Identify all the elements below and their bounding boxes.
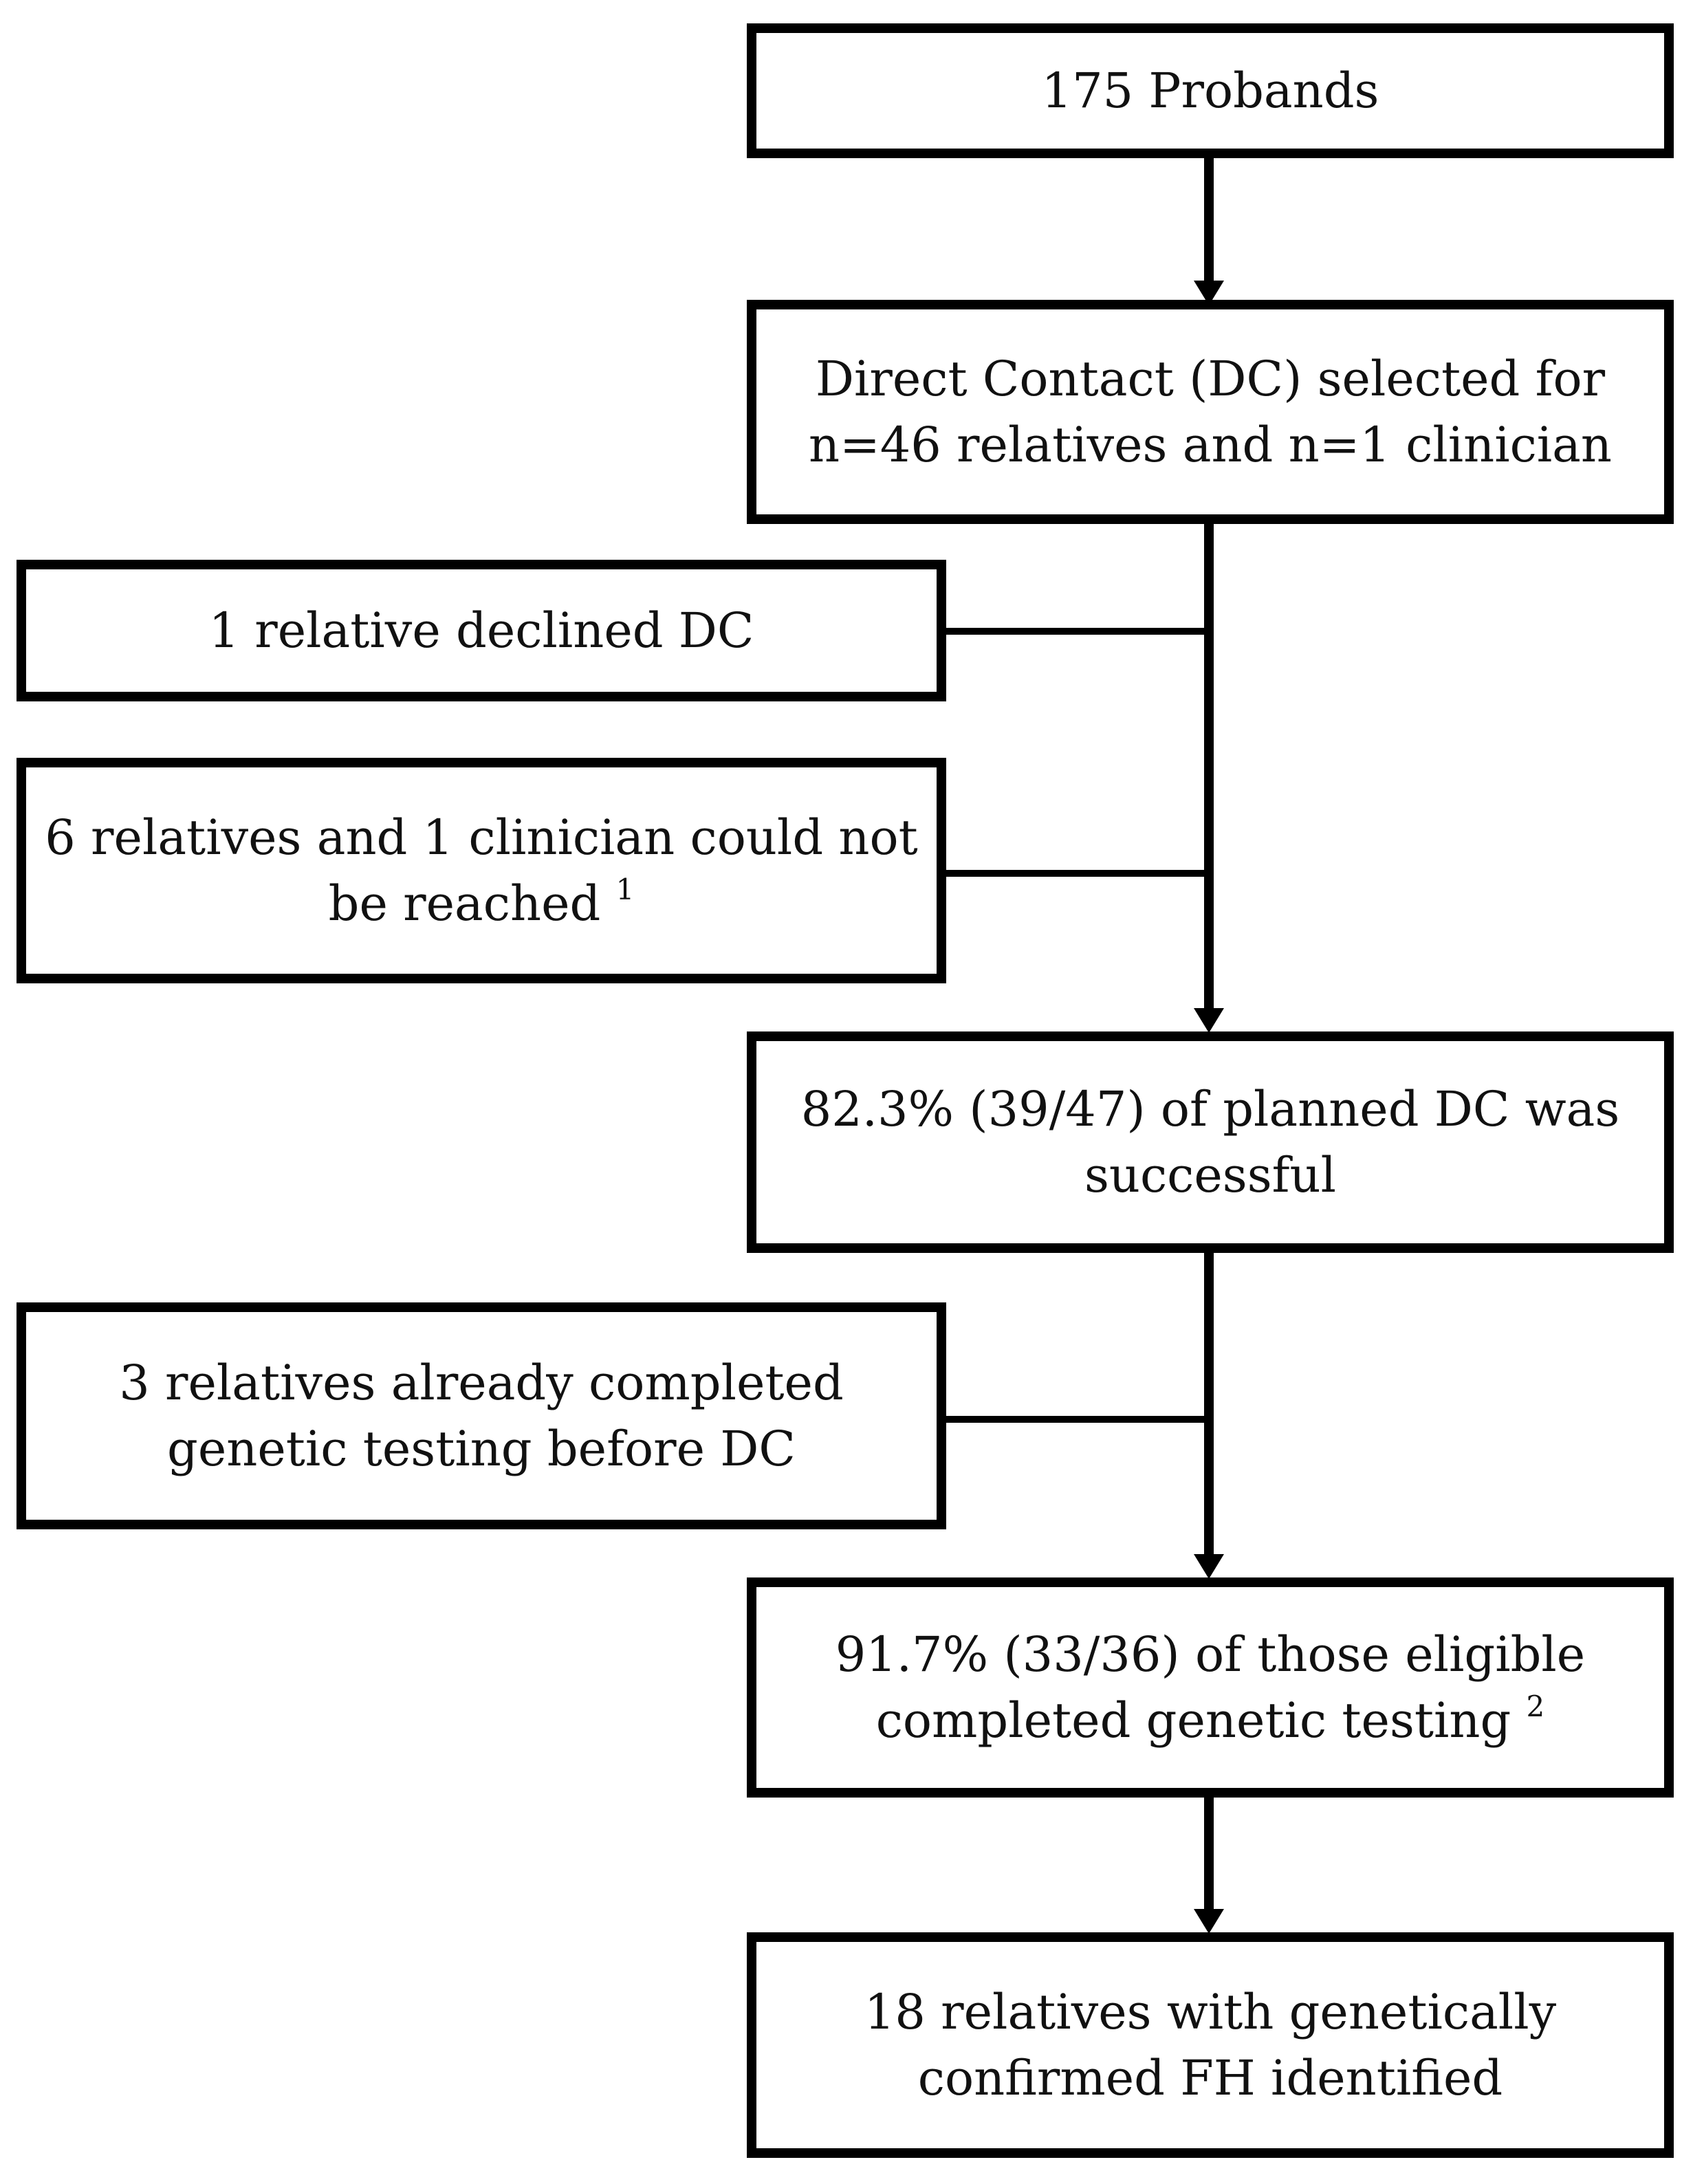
arrowhead-success	[1194, 1008, 1224, 1033]
identified-box: 18 relatives with genetically confirmed …	[747, 1932, 1674, 2158]
already-tested-box: 3 relatives already completed genetic te…	[17, 1302, 946, 1529]
completed-testing-text: 91.7% (33/36) of those eligible complete…	[835, 1621, 1586, 1754]
probands-box: 175 Probands	[747, 23, 1674, 158]
unreached-footnote: 1	[615, 873, 635, 906]
direct-contact-label: Direct Contact (DC) selected for n=46 re…	[809, 351, 1612, 473]
direct-contact-box: Direct Contact (DC) selected for n=46 re…	[747, 300, 1674, 524]
unreached-box: 6 relatives and 1 clinician could not be…	[17, 758, 946, 983]
unreached-label: 6 relatives and 1 clinician could not be…	[45, 809, 918, 932]
arrowhead-identified	[1194, 1909, 1224, 1934]
already-tested-label: 3 relatives already completed genetic te…	[119, 1355, 844, 1477]
successful-label: 82.3% (39/47) of planned DC was successf…	[800, 1081, 1620, 1203]
successful-box: 82.3% (39/47) of planned DC was successf…	[747, 1031, 1674, 1253]
identified-label: 18 relatives with genetically confirmed …	[864, 1984, 1557, 2106]
arrowhead-dc	[1194, 281, 1224, 305]
declined-box: 1 relative declined DC	[17, 560, 946, 701]
completed-testing-box: 91.7% (33/36) of those eligible complete…	[747, 1577, 1674, 1798]
completed-testing-footnote: 2	[1526, 1690, 1545, 1723]
declined-label: 1 relative declined DC	[208, 602, 754, 659]
completed-testing-label: 91.7% (33/36) of those eligible complete…	[835, 1626, 1586, 1749]
probands-label: 175 Probands	[1041, 63, 1379, 119]
arrowhead-testing	[1194, 1554, 1224, 1579]
unreached-text: 6 relatives and 1 clinician could not be…	[45, 805, 917, 937]
